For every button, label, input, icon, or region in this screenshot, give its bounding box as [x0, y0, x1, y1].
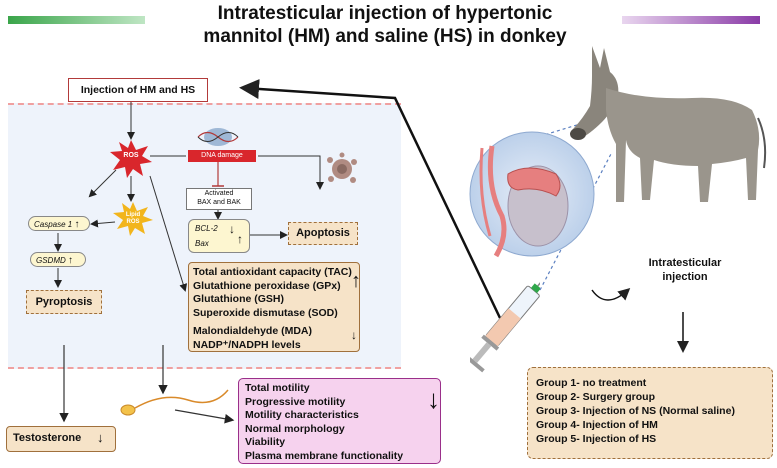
bax-label: Bax [195, 239, 209, 248]
oxidant-item-0: Malondialdehyde (MDA) [193, 325, 313, 337]
apoptosis-box: Apoptosis [288, 222, 358, 245]
gsdmd-up-arrow: ↑ [68, 255, 74, 266]
testis-illustration [469, 131, 595, 258]
activated-bax-bak-box: Activated BAX and BAK [186, 188, 252, 210]
oxidant-item-1: NADP⁺/NADPH levels [193, 338, 301, 351]
antioxidant-item-1: Glutathione peroxidase (GPx) [193, 279, 341, 292]
antioxidant-up-arrow: ↑ [351, 270, 361, 292]
arrow-ros-antioxidant [149, 175, 188, 292]
group-item-1: Group 2- Surgery group [536, 391, 656, 403]
arrow-testis-to-injection [239, 79, 502, 319]
antioxidant-item-0: Total antioxidant capacity (TAC) [193, 266, 352, 278]
antioxidant-item-2: Glutathione (GSH) [193, 293, 284, 305]
antioxidant-item-3: Superoxide dismutase (SOD) [193, 306, 338, 319]
bcl2-label: BCL-2 [195, 224, 218, 233]
sperm-parameters-box: Total motility Progressive motility Moti… [238, 378, 441, 464]
arrow-dna-apoptosis [258, 155, 324, 190]
testosterone-box: Testosterone ↓ [6, 426, 116, 452]
dashed-line-bottom [539, 151, 613, 291]
intratesticular-injection-label: Intratesticular injection [630, 256, 740, 284]
sperm-icon [120, 389, 229, 416]
header-bar-right [622, 16, 760, 24]
group-item-0: Group 1- no treatment [536, 377, 647, 389]
caspase-1-pill: Caspase 1 ↑ [28, 216, 90, 231]
sperm-params-down-arrow: ↓ [427, 384, 440, 414]
lipid-ros-starburst-icon [113, 202, 153, 236]
ros-label: ROS [123, 152, 139, 159]
diagram-title: Intratesticular injection of hypertonic … [150, 2, 620, 48]
sperm-param-3: Normal morphology [245, 422, 345, 435]
lipid-ros-line-2: ROS [126, 219, 140, 225]
arrow-sperm-params [174, 409, 235, 424]
title-line-2: mannitol (HM) and saline (HS) in donkey [203, 26, 567, 47]
injection-box: Injection of HM and HS [68, 78, 208, 102]
bcl2-down-arrow: ↓ [229, 222, 235, 236]
lipid-ros-label: Lipid ROS [113, 212, 153, 226]
activated-line-2: BAX and BAK [197, 199, 241, 206]
pyroptosis-box: Pyroptosis [26, 290, 102, 314]
bax-up-arrow: ↑ [237, 232, 243, 246]
apoptotic-cell-icon [327, 152, 357, 183]
caspase-up-arrow: ↑ [74, 219, 80, 230]
antioxidant-box: Total antioxidant capacity (TAC) Glutath… [188, 262, 361, 352]
oxidant-down-arrow: ↓ [351, 328, 357, 342]
title-line-1: Intratesticular injection of hypertonic [217, 3, 553, 24]
sperm-param-5: Plasma membrane functionality [245, 449, 404, 462]
dna-damage-label: DNA damage [188, 150, 256, 162]
sperm-param-2: Motility characteristics [245, 409, 359, 421]
group-item-2: Group 3- Injection of NS (Normal saline) [536, 405, 735, 417]
ros-starburst-icon [110, 140, 152, 178]
group-item-3: Group 4- Injection of HM [536, 419, 658, 431]
donkey-illustration [570, 46, 767, 202]
syringe-icon [470, 271, 540, 373]
testosterone-down-arrow: ↓ [97, 430, 104, 445]
sperm-param-0: Total motility [245, 382, 310, 394]
intratesticular-line-2: injection [662, 271, 708, 283]
lipid-ros-line-1: Lipid [125, 212, 141, 218]
sperm-param-4: Viability [245, 436, 286, 448]
gsdmd-label: GSDMD [36, 256, 66, 265]
bcl2-bax-box: BCL-2 Bax ↓ ↑ [188, 219, 250, 253]
groups-box: Group 1- no treatment Group 2- Surgery g… [527, 367, 773, 459]
intratesticular-line-1: Intratesticular [648, 257, 722, 269]
activated-line-1: Activated [204, 190, 234, 197]
gsdmd-pill: GSDMD ↑ [30, 252, 86, 267]
sperm-param-1: Progressive motility [245, 395, 346, 408]
testosterone-label: Testosterone [13, 432, 82, 444]
caspase-1-label: Caspase 1 [34, 220, 73, 229]
group-item-4: Group 5- Injection of HS [536, 433, 657, 445]
header-bar-left [8, 16, 145, 24]
dna-icon [197, 128, 239, 146]
